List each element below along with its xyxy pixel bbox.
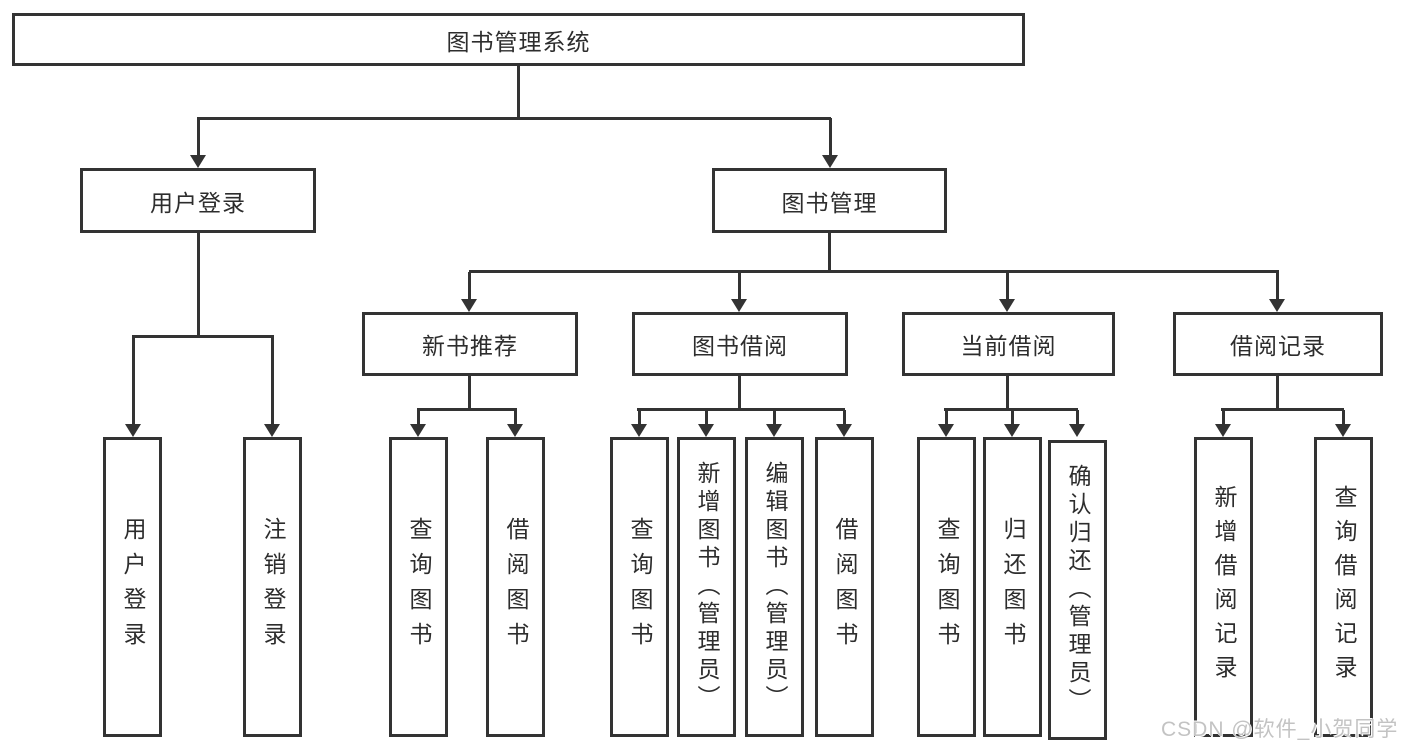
connector-currentborrow-stub bbox=[1006, 374, 1009, 410]
node-leaf-return-book: 归还图书 bbox=[983, 437, 1042, 737]
connector-stem-user-login bbox=[197, 118, 200, 156]
arrowhead-g4-1 bbox=[938, 424, 954, 437]
connector-userlogin-stub bbox=[197, 231, 200, 336]
connector-stem-currentborrow bbox=[1006, 272, 1009, 300]
connector-bookborrow-bus bbox=[637, 408, 845, 411]
arrowhead-currentborrow bbox=[999, 299, 1015, 312]
arrowhead-g3-2 bbox=[698, 424, 714, 437]
node-leaf-query-books-current: 查询图书 bbox=[917, 437, 976, 737]
arrowhead-g3-3 bbox=[766, 424, 782, 437]
node-borrowing-records-label: 借阅记录 bbox=[1230, 333, 1326, 359]
node-book-management: 图书管理 bbox=[712, 168, 947, 233]
node-leaf-add-borrow-record: 新增借阅记录 bbox=[1194, 437, 1253, 737]
node-leaf-add-borrow-record-label: 新增借阅记录 bbox=[1211, 485, 1237, 689]
node-borrowing-records: 借阅记录 bbox=[1173, 312, 1383, 376]
node-current-borrowing-label: 当前借阅 bbox=[960, 333, 1057, 359]
arrowhead-g4-2 bbox=[1004, 424, 1020, 437]
arrowhead-g4-3 bbox=[1069, 424, 1085, 437]
connector-stem-g2-2 bbox=[514, 410, 517, 424]
node-book-borrowing-label: 图书借阅 bbox=[692, 333, 788, 359]
node-leaf-query-books-rec-label: 查询图书 bbox=[406, 517, 432, 657]
arrowhead-leaf-userlogin bbox=[125, 424, 141, 437]
node-leaf-query-books-current-label: 查询图书 bbox=[934, 517, 960, 657]
connector-newbook-bus bbox=[417, 408, 517, 411]
connector-level2-bus bbox=[197, 117, 831, 120]
node-leaf-add-book-admin: 新增图书（管理员） bbox=[677, 437, 736, 737]
arrowhead-g5-1 bbox=[1215, 424, 1231, 437]
node-root: 图书管理系统 bbox=[12, 13, 1025, 66]
node-leaf-user-login-label: 用户登录 bbox=[120, 517, 146, 657]
connector-stem-g3-1 bbox=[638, 410, 641, 424]
connector-stem-g5-1 bbox=[1222, 410, 1225, 424]
connector-stem-g3-2 bbox=[705, 410, 708, 424]
connector-stem-leaf-logout bbox=[271, 336, 274, 424]
node-leaf-query-books-borrow: 查询图书 bbox=[610, 437, 669, 737]
connector-root-stub bbox=[517, 66, 520, 119]
arrowhead-records bbox=[1269, 299, 1285, 312]
connector-stem-book-mgmt bbox=[829, 118, 832, 156]
node-new-book-recommend: 新书推荐 bbox=[362, 312, 578, 376]
node-leaf-query-borrow-record: 查询借阅记录 bbox=[1314, 437, 1373, 737]
node-leaf-query-borrow-record-label: 查询借阅记录 bbox=[1331, 485, 1357, 689]
connector-records-stub bbox=[1276, 374, 1279, 410]
connector-bookborrow-stub bbox=[738, 374, 741, 410]
node-leaf-user-login: 用户登录 bbox=[103, 437, 162, 737]
arrowhead-bookborrow bbox=[731, 299, 747, 312]
node-current-borrowing: 当前借阅 bbox=[902, 312, 1115, 376]
arrowhead-g3-1 bbox=[631, 424, 647, 437]
connector-currentborrow-bus bbox=[944, 408, 1078, 411]
node-leaf-query-books-rec: 查询图书 bbox=[389, 437, 448, 737]
arrowhead-g2-2 bbox=[507, 424, 523, 437]
arrowhead-user-login bbox=[190, 155, 206, 168]
connector-stem-bookborrow bbox=[738, 272, 741, 300]
node-leaf-confirm-return-admin-label: 确认归还（管理员） bbox=[1065, 464, 1091, 716]
arrowhead-g5-2 bbox=[1335, 424, 1351, 437]
node-user-login-group: 用户登录 bbox=[80, 168, 316, 233]
connector-bookmgmt-stub bbox=[828, 231, 831, 272]
connector-level3-bus bbox=[469, 270, 1279, 273]
node-leaf-return-book-label: 归还图书 bbox=[1000, 517, 1026, 657]
node-leaf-logout: 注销登录 bbox=[243, 437, 302, 737]
connector-stem-newbook bbox=[468, 272, 471, 300]
connector-stem-g5-2 bbox=[1342, 410, 1345, 424]
connector-stem-g4-2 bbox=[1011, 410, 1014, 424]
arrowhead-book-mgmt bbox=[822, 155, 838, 168]
connector-stem-g4-3 bbox=[1076, 410, 1079, 424]
node-leaf-borrow-books-label: 借阅图书 bbox=[832, 517, 858, 657]
node-leaf-query-books-borrow-label: 查询图书 bbox=[627, 517, 653, 657]
arrowhead-leaf-logout bbox=[264, 424, 280, 437]
connector-newbook-stub bbox=[468, 374, 471, 410]
node-new-book-recommend-label: 新书推荐 bbox=[422, 333, 518, 359]
connector-stem-g3-4 bbox=[843, 410, 846, 424]
arrowhead-g2-1 bbox=[410, 424, 426, 437]
connector-records-bus bbox=[1221, 408, 1344, 411]
node-book-borrowing: 图书借阅 bbox=[632, 312, 848, 376]
connector-stem-leaf-userlogin bbox=[132, 336, 135, 424]
watermark-text: CSDN @软件_小贺同学 bbox=[1161, 718, 1399, 741]
connector-stem-g2-1 bbox=[417, 410, 420, 424]
node-leaf-borrow-books: 借阅图书 bbox=[815, 437, 874, 737]
node-user-login-group-label: 用户登录 bbox=[150, 189, 246, 216]
connector-stem-records bbox=[1276, 272, 1279, 300]
node-leaf-add-book-admin-label: 新增图书（管理员） bbox=[694, 461, 720, 713]
node-book-management-label: 图书管理 bbox=[781, 189, 878, 216]
node-leaf-borrow-books-rec-label: 借阅图书 bbox=[503, 517, 529, 657]
node-leaf-confirm-return-admin: 确认归还（管理员） bbox=[1048, 440, 1107, 740]
connector-stem-g4-1 bbox=[945, 410, 948, 424]
arrowhead-g3-4 bbox=[836, 424, 852, 437]
node-leaf-borrow-books-rec: 借阅图书 bbox=[486, 437, 545, 737]
node-leaf-logout-label: 注销登录 bbox=[260, 517, 286, 657]
node-leaf-edit-book-admin: 编辑图书（管理员） bbox=[745, 437, 804, 737]
node-leaf-edit-book-admin-label: 编辑图书（管理员） bbox=[762, 461, 788, 713]
arrowhead-newbook bbox=[461, 299, 477, 312]
node-root-label: 图书管理系统 bbox=[446, 28, 591, 55]
connector-stem-g3-3 bbox=[773, 410, 776, 424]
connector-userlogin-bus bbox=[132, 335, 274, 338]
